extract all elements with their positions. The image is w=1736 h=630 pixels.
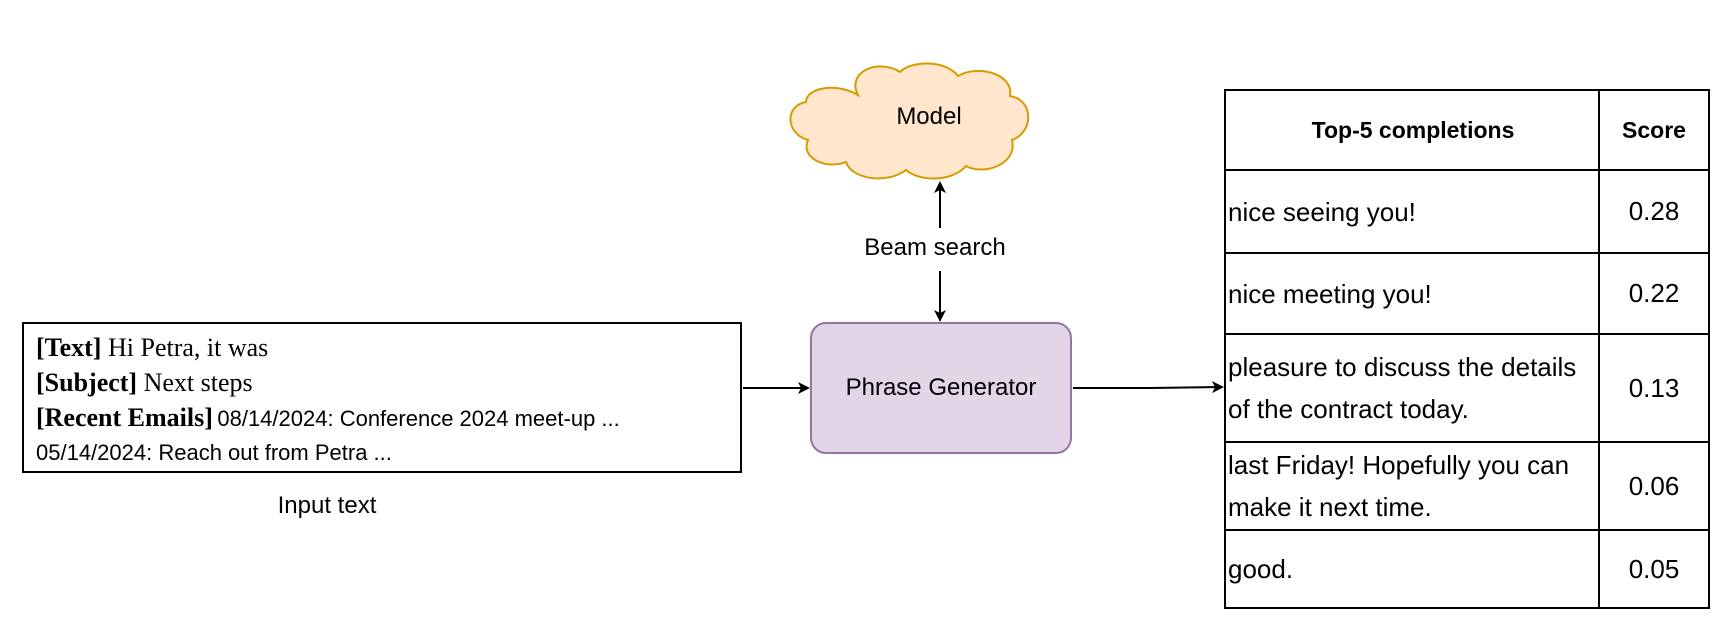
table-row: nice seeing you! 0.28 (1224, 169, 1710, 254)
subject-value: Next steps (143, 368, 253, 397)
arrow-generator-to-table (1073, 381, 1224, 394)
input-subject-line: [Subject] Next steps (36, 365, 740, 400)
completion-text: pleasure to discuss the details of the c… (1224, 333, 1600, 443)
header-score: Score (1598, 89, 1710, 171)
completions-table: Top-5 completions Score nice seeing you!… (1224, 89, 1710, 609)
header-completions: Top-5 completions (1224, 89, 1600, 171)
model-label: Model (896, 103, 962, 130)
completion-text: nice meeting you! (1224, 252, 1600, 335)
text-value: Hi Petra, it was (107, 333, 269, 362)
beam-search-label: Beam search (840, 234, 1030, 262)
table-row: nice meeting you! 0.22 (1224, 252, 1710, 335)
input-text-box: [Text] Hi Petra, it was [Subject] Next s… (22, 322, 742, 473)
completion-score: 0.13 (1598, 333, 1710, 443)
input-recent-emails-line: [Recent Emails] 08/14/2024: Conference 2… (36, 400, 740, 435)
table-header-row: Top-5 completions Score (1224, 89, 1710, 171)
table-row: pleasure to discuss the details of the c… (1224, 333, 1710, 443)
table-row: good. 0.05 (1224, 529, 1710, 609)
model-cloud-shape (789, 62, 1030, 180)
completion-text: nice seeing you! (1224, 169, 1600, 254)
phrase-generator-box: Phrase Generator (810, 322, 1072, 454)
recent-emails-value: 08/14/2024: Conference 2024 meet-up ... (217, 406, 620, 431)
completion-text: good. (1224, 529, 1600, 609)
completion-score: 0.06 (1598, 441, 1710, 531)
completion-score: 0.28 (1598, 169, 1710, 254)
text-tag: [Text] (36, 333, 102, 362)
input-recent-emails-line-2: 05/14/2024: Reach out from Petra ... (36, 435, 740, 470)
completion-score: 0.22 (1598, 252, 1710, 335)
recent-emails-tag: [Recent Emails] (36, 403, 213, 432)
completion-score: 0.05 (1598, 529, 1710, 609)
input-text-line: [Text] Hi Petra, it was (36, 330, 740, 365)
completion-text: last Friday! Hopefully you can make it n… (1224, 441, 1600, 531)
input-text-caption: Input text (277, 492, 377, 519)
table-row: last Friday! Hopefully you can make it n… (1224, 441, 1710, 531)
phrase-generator-label: Phrase Generator (845, 374, 1037, 401)
recent-emails-value-2: 05/14/2024: Reach out from Petra ... (36, 440, 392, 465)
subject-tag: [Subject] (36, 368, 138, 397)
